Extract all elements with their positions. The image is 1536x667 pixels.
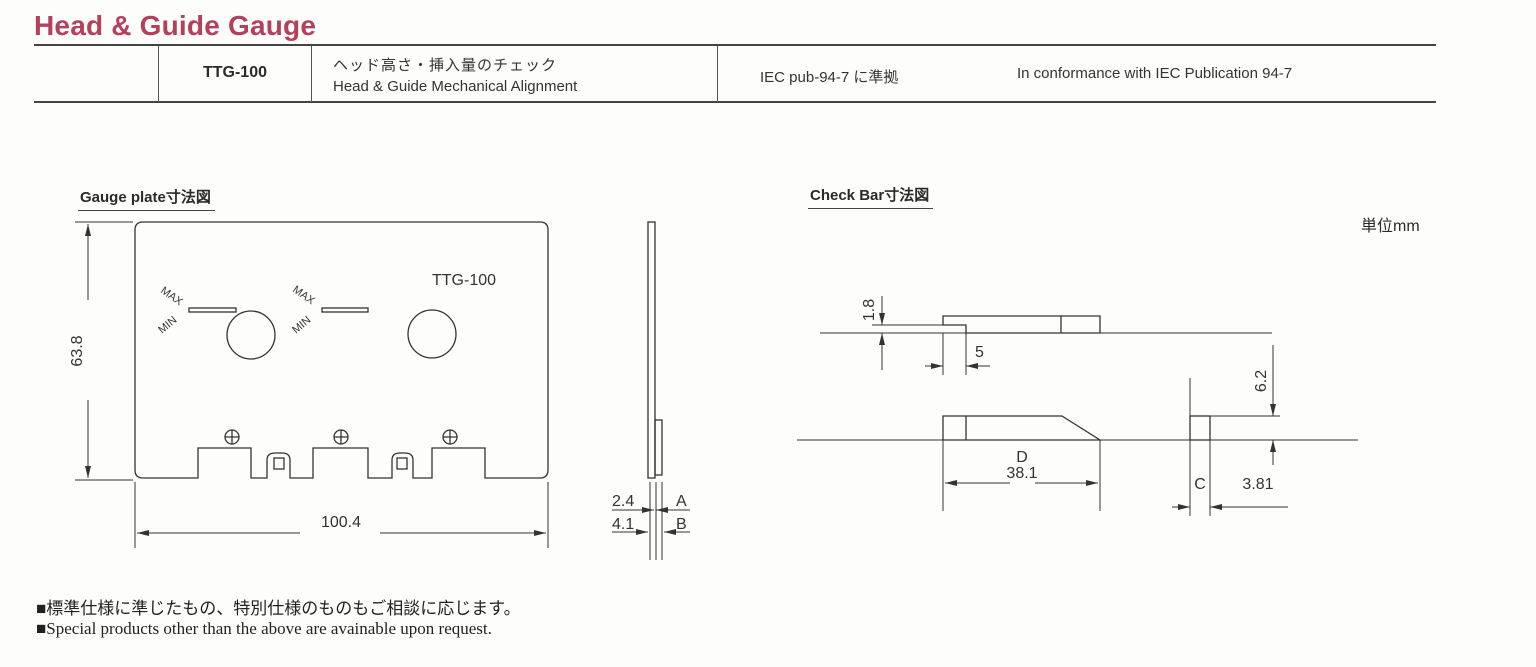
standard-en: In conformance with IEC Publication 94-7 bbox=[1017, 65, 1293, 82]
width-dim: 100.4 bbox=[321, 514, 361, 531]
check-bar-top-view bbox=[942, 315, 1101, 334]
crosshair-icon bbox=[333, 429, 349, 445]
description-ja: ヘッド高さ・挿入量のチェック bbox=[333, 57, 558, 74]
description-en: Head & Guide Mechanical Alignment bbox=[333, 78, 578, 95]
footnote-en: ■Special products other than the above a… bbox=[36, 619, 492, 638]
min-label: MIN bbox=[156, 314, 179, 336]
min-label: MIN bbox=[290, 314, 313, 336]
gauge-plate-title: Gauge plate寸法図 bbox=[78, 186, 215, 211]
check-bar-title: Check Bar寸法図 bbox=[808, 184, 934, 209]
width-dim: 3.81 bbox=[1242, 476, 1273, 493]
gauge-plate-outline bbox=[134, 221, 549, 479]
max-label: MAX bbox=[290, 284, 317, 308]
height-dim: 63.8 bbox=[69, 335, 86, 366]
thickness-b-label: B bbox=[676, 516, 687, 533]
divider bbox=[158, 46, 159, 102]
plate-side-view bbox=[647, 221, 656, 479]
page-title: Head & Guide Gauge bbox=[34, 10, 317, 41]
max-label: MAX bbox=[158, 285, 185, 309]
step-length-dim: 5 bbox=[975, 344, 984, 361]
step-height-dim: 1.8 bbox=[861, 299, 878, 321]
max-min-slot bbox=[321, 307, 369, 313]
tab-square bbox=[273, 457, 285, 470]
width-label: C bbox=[1194, 476, 1206, 493]
reel-hole bbox=[407, 309, 457, 359]
crosshair-icon bbox=[224, 429, 240, 445]
check-bar-side-view bbox=[942, 415, 1103, 441]
standard-ja: IEC pub-94-7 に準拠 bbox=[760, 69, 899, 86]
model-number: TTG-100 bbox=[202, 64, 267, 81]
thickness-b-dim: 4.1 bbox=[612, 516, 634, 533]
crosshair-icon bbox=[442, 429, 458, 445]
check-bar-end-view bbox=[1189, 415, 1211, 441]
reel-hole bbox=[226, 310, 276, 360]
length-label: D bbox=[1016, 449, 1028, 466]
thickness-a-dim: 2.4 bbox=[612, 493, 634, 510]
thickness-a-label: A bbox=[676, 493, 687, 510]
unit-label: 単位mm bbox=[1361, 218, 1420, 235]
length-dim: 38.1 bbox=[1006, 465, 1037, 482]
divider bbox=[311, 46, 312, 102]
footnote-ja: ■標準仕様に準じたもの、特別仕様のものもご相談に応じます。 bbox=[36, 599, 521, 618]
tab-square bbox=[396, 457, 408, 470]
plate-label: TTG-100 bbox=[432, 272, 496, 289]
max-min-slot bbox=[188, 307, 237, 313]
divider bbox=[717, 46, 718, 102]
table-top-rule bbox=[34, 44, 1436, 46]
table-bottom-rule bbox=[34, 101, 1436, 103]
bar-height-dim: 6.2 bbox=[1253, 370, 1270, 392]
